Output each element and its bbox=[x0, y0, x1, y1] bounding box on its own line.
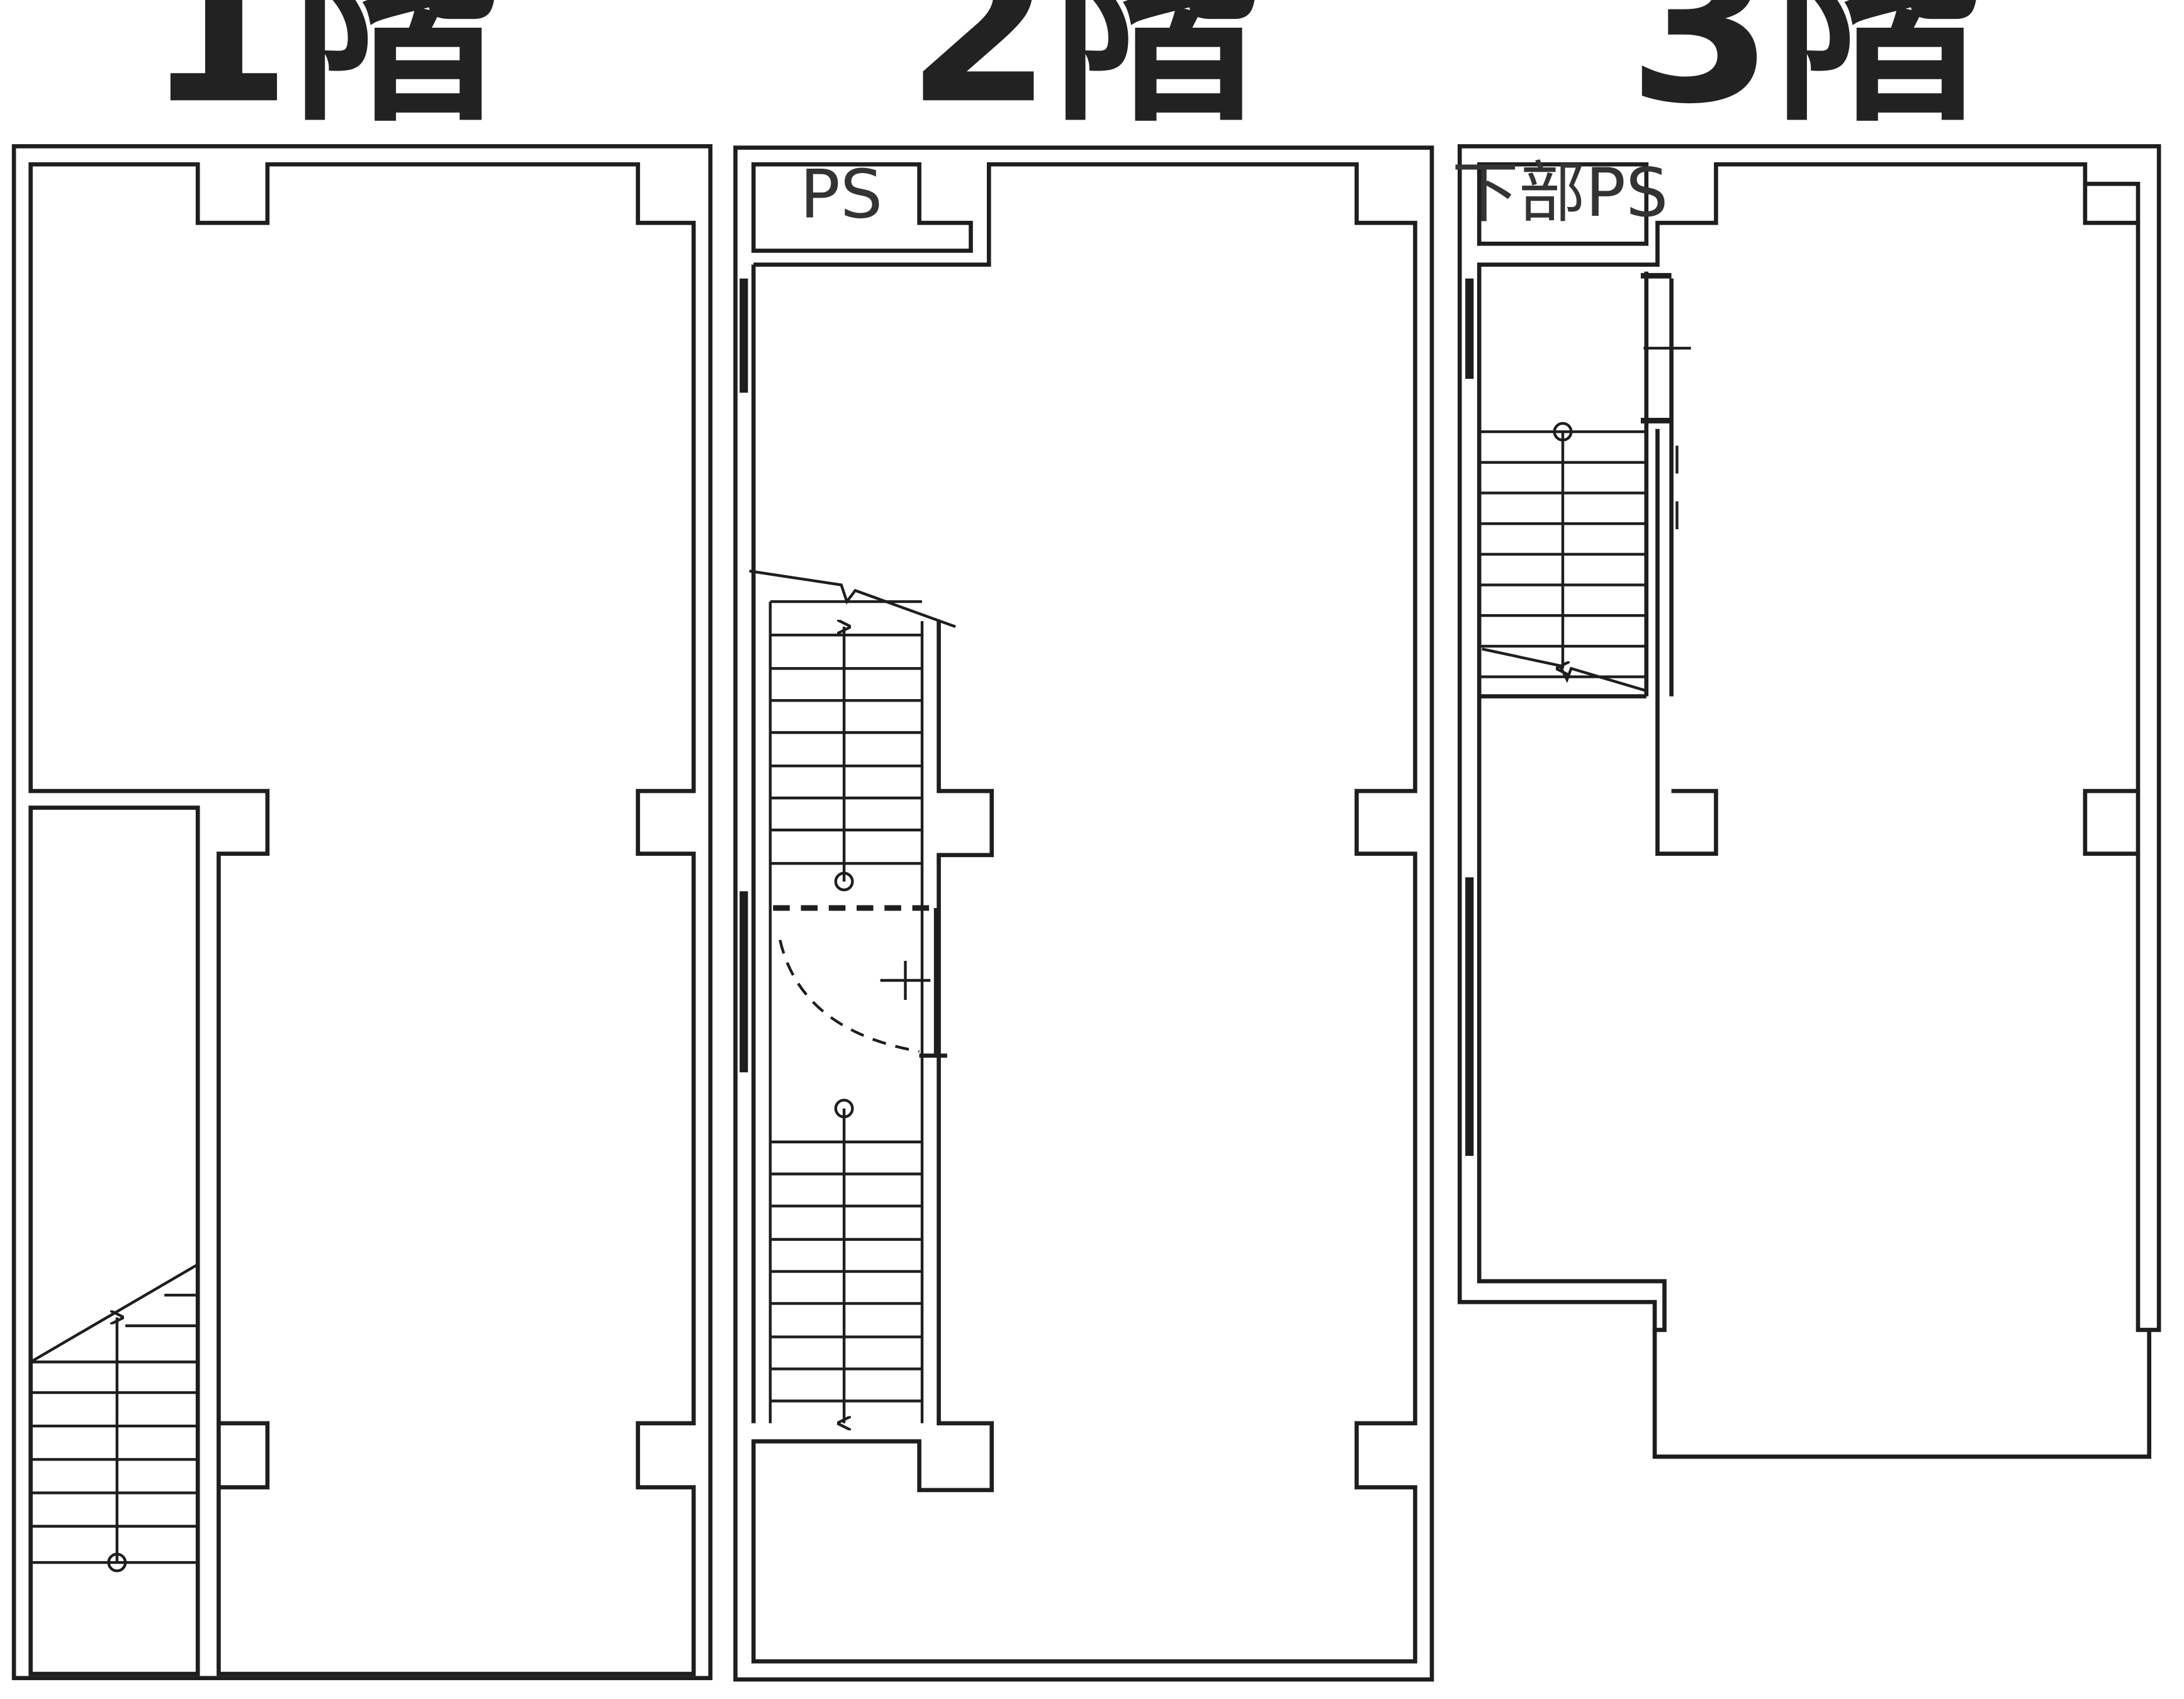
floor-2-upper-stair-start bbox=[834, 872, 854, 892]
floor-3-right-column bbox=[2083, 788, 2138, 856]
floor-3-stair-start bbox=[1553, 422, 1573, 442]
floor-3-outer-wall bbox=[1457, 144, 2161, 1332]
lower-ps-label: 下部PS bbox=[1452, 154, 1669, 232]
floor-1-title: 1階 bbox=[146, 0, 500, 150]
floor-2-outer-wall bbox=[733, 145, 1434, 1682]
floor-3-inner-wall bbox=[2083, 184, 2138, 225]
floor-1-stair-room bbox=[28, 805, 200, 1676]
floor-1-plan bbox=[11, 144, 712, 1681]
floor-2-title: 2階 bbox=[906, 0, 1261, 150]
floor-2-landing-door bbox=[773, 905, 947, 1058]
floor-3-bottom-wall bbox=[1652, 1330, 2151, 1459]
floor-2-upper-stairs bbox=[749, 569, 956, 1423]
floor-1-stair-cut-line bbox=[30, 1263, 199, 1364]
floor-2-plan: PS bbox=[733, 145, 1434, 1682]
floor-1-stairs bbox=[30, 1263, 199, 1573]
floor-2-lower-stairs bbox=[770, 1099, 923, 1423]
floor-3-stair-cut-line bbox=[1482, 648, 1647, 692]
floor-3-plan: 下部PS bbox=[1452, 144, 2161, 1459]
floor-1-outer-wall bbox=[11, 144, 712, 1681]
floor-1-inner-wall bbox=[28, 162, 696, 1676]
floor-2-lower-stair-start bbox=[834, 1099, 854, 1119]
floor-2-inner-wall bbox=[751, 162, 1417, 1664]
floor-3-lower-ps bbox=[1477, 162, 1649, 246]
floor-3-title: 3階 bbox=[1628, 0, 1983, 150]
floor-1-column bbox=[218, 1421, 270, 1489]
floor-3-door bbox=[1640, 272, 1691, 530]
floor-1-stair-start bbox=[107, 1552, 127, 1573]
ps-label: PS bbox=[800, 155, 882, 233]
ps-shaft bbox=[751, 162, 973, 253]
floor-3-stair-wall bbox=[1655, 429, 1718, 856]
floor-3-stairs bbox=[1479, 422, 1647, 692]
floor-2-stair-cut-line bbox=[749, 569, 956, 628]
